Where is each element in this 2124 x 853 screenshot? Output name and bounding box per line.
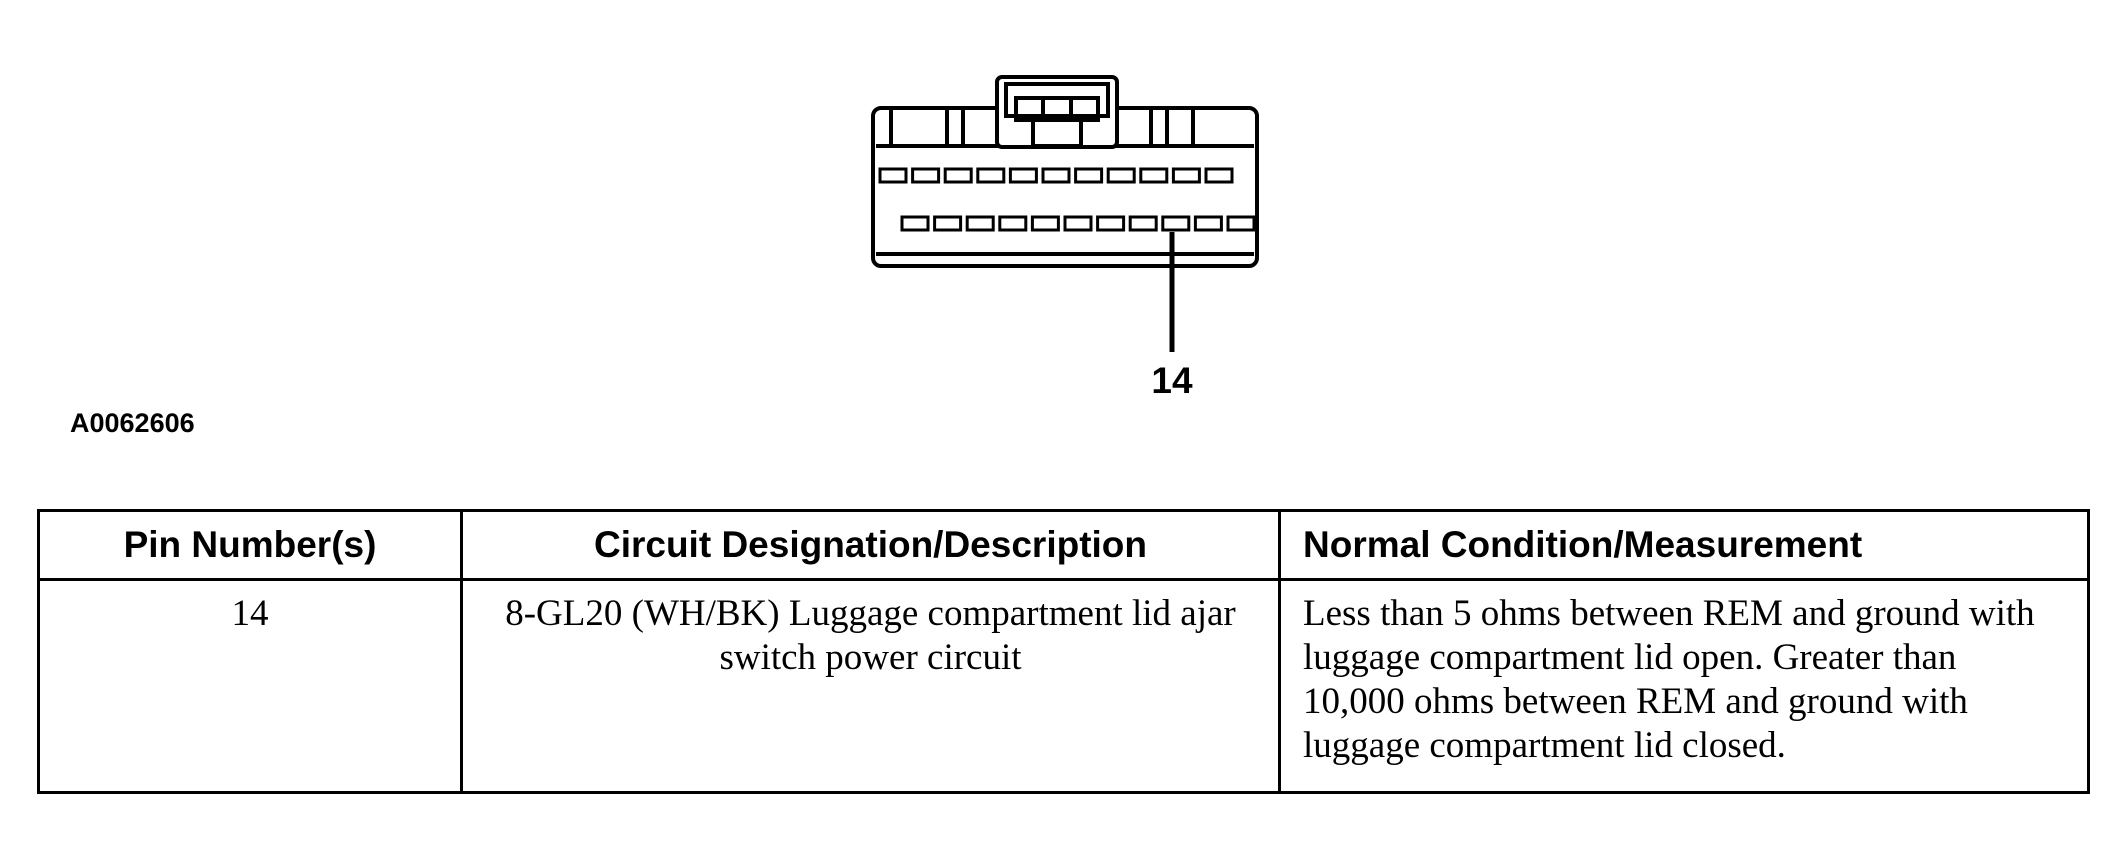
callout-pin-label: 14 — [1151, 360, 1193, 401]
housing-ribs — [889, 108, 1195, 146]
pin-cavity — [965, 215, 995, 232]
header-pin-numbers: Pin Number(s) — [37, 509, 463, 581]
pin-cavity — [943, 167, 973, 184]
pin-cavity — [933, 215, 963, 232]
pin-cavity — [1226, 215, 1256, 232]
pin-cavity — [1008, 167, 1038, 184]
pin-cavity — [1041, 167, 1071, 184]
figure-id: A0062606 — [70, 408, 195, 438]
pin-table: Pin Number(s) Circuit Designation/Descri… — [37, 509, 2090, 794]
pin-cavity — [1096, 215, 1126, 232]
pin-cavity — [976, 167, 1006, 184]
connector-diagram: 14 — [871, 75, 1259, 401]
pin-cavity — [900, 215, 930, 232]
pin-cavity — [1204, 167, 1234, 184]
cell-circuit-description: 8-GL20 (WH/BK) Luggage compartment lid a… — [460, 578, 1281, 794]
header-normal-condition: Normal Condition/Measurement — [1278, 509, 2090, 581]
pin-cavities — [878, 167, 1256, 232]
pin-cavity — [1161, 215, 1191, 232]
pin-cavity — [1193, 215, 1223, 232]
pin-cavity — [911, 167, 941, 184]
pin-cavity — [1063, 215, 1093, 232]
pin-cavity — [1171, 167, 1201, 184]
pin-cavity — [998, 215, 1028, 232]
header-circuit-designation: Circuit Designation/Description — [460, 509, 1281, 581]
cell-normal-condition: Less than 5 ohms between REM and ground … — [1278, 578, 2090, 794]
pin-cavity — [878, 167, 908, 184]
pin-cavity — [1030, 215, 1060, 232]
cell-pin-number: 14 — [37, 578, 463, 794]
table-header-row: Pin Number(s) Circuit Designation/Descri… — [37, 509, 2090, 581]
table-row: 14 8-GL20 (WH/BK) Luggage compartment li… — [37, 578, 2090, 794]
pin-cavity — [1106, 167, 1136, 184]
pin-cavity — [1128, 215, 1158, 232]
locking-tab — [995, 75, 1119, 149]
pin-14-callout: 14 — [1151, 232, 1193, 401]
pin-cavity — [1139, 167, 1169, 184]
pin-cavity — [1074, 167, 1104, 184]
